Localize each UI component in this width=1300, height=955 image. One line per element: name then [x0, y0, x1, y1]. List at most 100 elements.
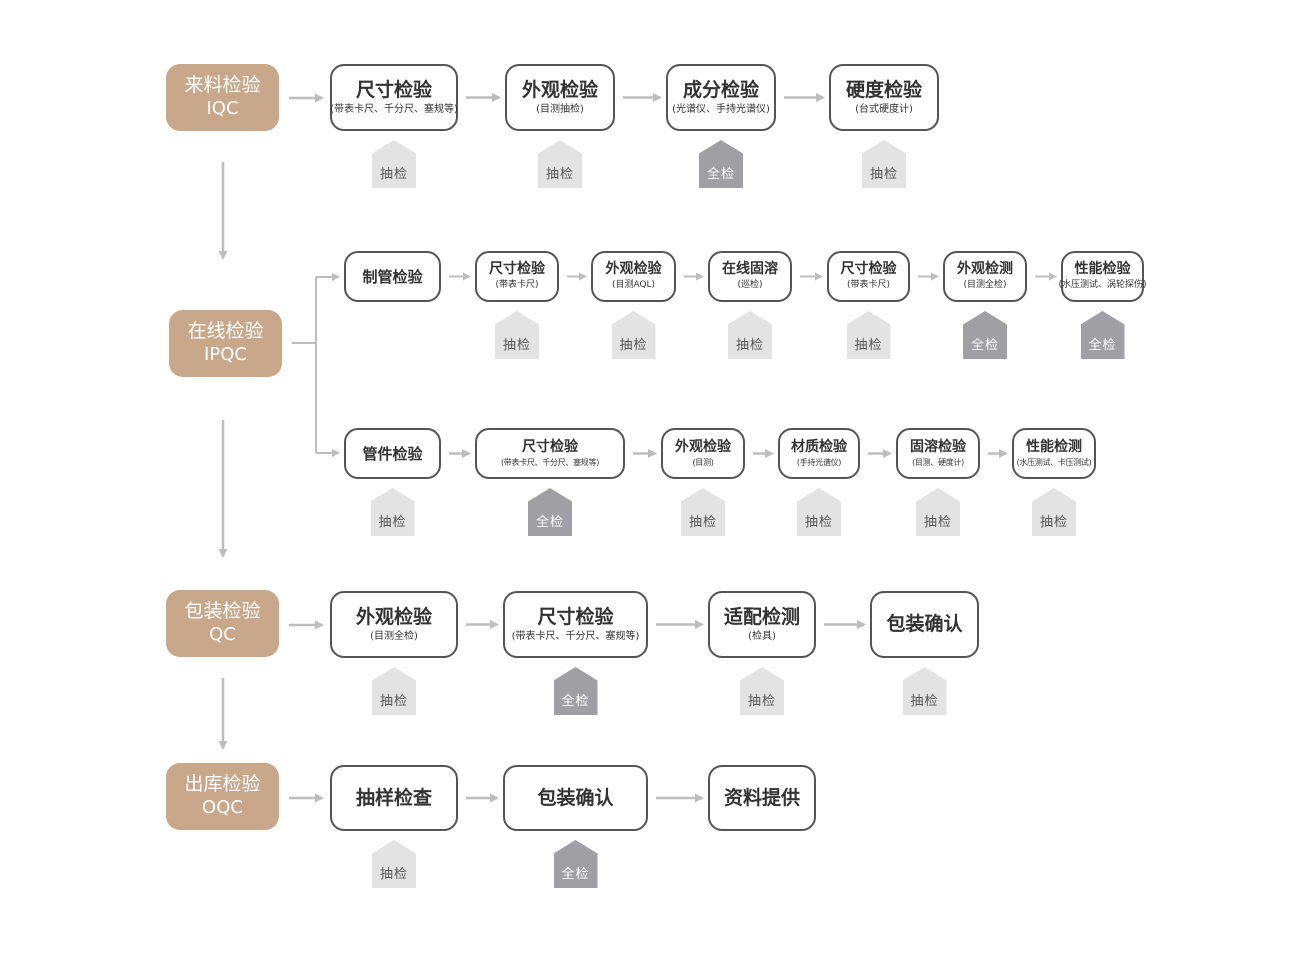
step-title: 管件检验 [362, 444, 423, 463]
process-step: 外观检验(目测) [661, 428, 745, 479]
process-step: 尺寸检验(带表卡尺、千分尺、塞规等) [475, 428, 625, 479]
step-method: (水压测试、卡压测试) [1016, 457, 1092, 467]
step-title: 外观检验 [521, 78, 598, 101]
step-title: 适配检测 [723, 605, 800, 628]
sampling-badge: 抽检 [372, 140, 416, 188]
full-inspection-badge: 全检 [699, 140, 743, 188]
process-step: 性能检测 (水压测试、卡压测试) [1012, 428, 1096, 479]
sampling-badge: 抽检 [370, 488, 415, 536]
full-inspection-badge: 全检 [553, 667, 598, 715]
step-title: 尺寸检验 [537, 605, 614, 628]
badge-label: 全检 [970, 338, 999, 353]
sampling-badge: 抽检 [538, 140, 582, 188]
step-method: (目测全检) [370, 631, 418, 643]
step-method: (目测、硬度计) [912, 457, 964, 467]
step-title: 成分检验 [682, 78, 759, 101]
sampling-badge: 抽检 [1032, 488, 1076, 536]
process-step: 外观检验 (目测抽检) [505, 64, 615, 131]
stage-code: OQC [202, 797, 243, 819]
sampling-badge: 抽检 [797, 488, 841, 536]
step-title: 性能检验 [1074, 261, 1131, 278]
step-method: (目测AQL) [611, 280, 656, 291]
badge-label: 抽检 [923, 515, 952, 530]
step-title: 材质检验 [791, 438, 847, 455]
badge-label: 抽检 [735, 338, 764, 353]
step-method: (目测抽检) [536, 104, 584, 116]
process-step: 尺寸检验(带表卡尺) [827, 251, 910, 302]
process-step: 材质检验(手持光谱仪) [778, 428, 860, 479]
process-step: 制管检验 [344, 251, 441, 302]
step-title: 尺寸检验 [355, 78, 432, 101]
process-step: 适配检测(检具) [708, 591, 816, 658]
full-inspection-badge: 全检 [553, 840, 598, 888]
step-title: 外观检验 [605, 261, 662, 278]
step-title: 资料提供 [723, 786, 800, 809]
full-inspection-badge: 全检 [528, 488, 572, 536]
stage-name: 来料检验 [184, 74, 261, 97]
badge-label: 抽检 [379, 867, 408, 882]
stage-code: IQC [206, 98, 239, 120]
badge-label: 抽检 [379, 167, 408, 182]
stage-name: 在线检验 [187, 320, 264, 343]
process-step: 包装确认 [503, 765, 648, 831]
step-title: 性能检测 [1026, 438, 1082, 455]
step-method: (水压测试、涡轮探伤) [1058, 280, 1147, 291]
sampling-badge: 抽检 [846, 311, 891, 359]
process-step: 外观检验 (目测AQL) [591, 251, 676, 302]
sampling-badge: 抽检 [611, 311, 656, 359]
step-title: 外观检测 [957, 261, 1013, 278]
process-step: 在线固溶 (巡检) [708, 251, 792, 302]
sampling-badge: 抽检 [916, 488, 960, 536]
step-method: (带表卡尺) [495, 280, 539, 291]
process-step: 性能检验 (水压测试、涡轮探伤) [1058, 251, 1147, 302]
step-title: 在线固溶 [722, 261, 778, 278]
process-step: 包装确认 [870, 591, 979, 658]
step-title: 外观检验 [355, 605, 432, 628]
stage-name: 包装检验 [184, 600, 261, 623]
step-method: (目测) [692, 457, 714, 467]
process-step: 尺寸检验 (带表卡尺、千分尺、塞规等) [330, 64, 458, 131]
sampling-badge: 抽检 [495, 311, 539, 359]
badge-label: 抽检 [804, 515, 833, 530]
full-inspection-badge: 全检 [963, 311, 1007, 359]
sampling-badge: 抽检 [728, 311, 772, 359]
step-title: 制管检验 [362, 267, 423, 286]
step-title: 硬度检验 [845, 78, 922, 101]
step-title: 包装确认 [886, 613, 963, 636]
step-method: (目测全检) [963, 280, 1007, 291]
sampling-badge: 抽检 [862, 140, 906, 188]
process-step: 尺寸检验 (带表卡尺、千分尺、塞规等) [503, 591, 648, 658]
step-method: (带表卡尺、千分尺、塞规等) [511, 631, 640, 643]
badge-label: 抽检 [379, 694, 408, 709]
step-title: 尺寸检验 [522, 438, 578, 455]
stage-code: QC [209, 624, 236, 646]
badge-label: 全检 [561, 867, 590, 882]
step-method: (光谱仪、手持光谱仪) [672, 104, 770, 116]
process-step: 抽样检查 [330, 765, 458, 831]
badge-label: 全检 [706, 167, 735, 182]
step-method: (巡检) [737, 280, 763, 291]
step-method: (带表卡尺、千分尺、塞规等) [330, 104, 458, 116]
step-title: 尺寸检验 [840, 261, 897, 278]
process-step: 外观检验 (目测全检) [330, 591, 458, 658]
stage-code: IPQC [204, 344, 247, 366]
process-step: 外观检测 (目测全检) [943, 251, 1027, 302]
badge-label: 抽检 [378, 515, 407, 530]
sampling-badge: 抽检 [740, 667, 784, 715]
badge-label: 抽检 [619, 338, 648, 353]
badge-label: 抽检 [854, 338, 883, 353]
step-title: 尺寸检验 [489, 261, 545, 278]
step-title: 抽样检查 [355, 786, 432, 809]
badge-label: 全检 [561, 694, 590, 709]
badge-label: 抽检 [545, 167, 574, 182]
badge-label: 全检 [1088, 338, 1117, 353]
badge-label: 抽检 [869, 167, 898, 182]
stage-name: 出库检验 [184, 773, 261, 796]
process-step: 成分检验 (光谱仪、手持光谱仪) [666, 64, 776, 131]
badge-label: 抽检 [910, 694, 939, 709]
